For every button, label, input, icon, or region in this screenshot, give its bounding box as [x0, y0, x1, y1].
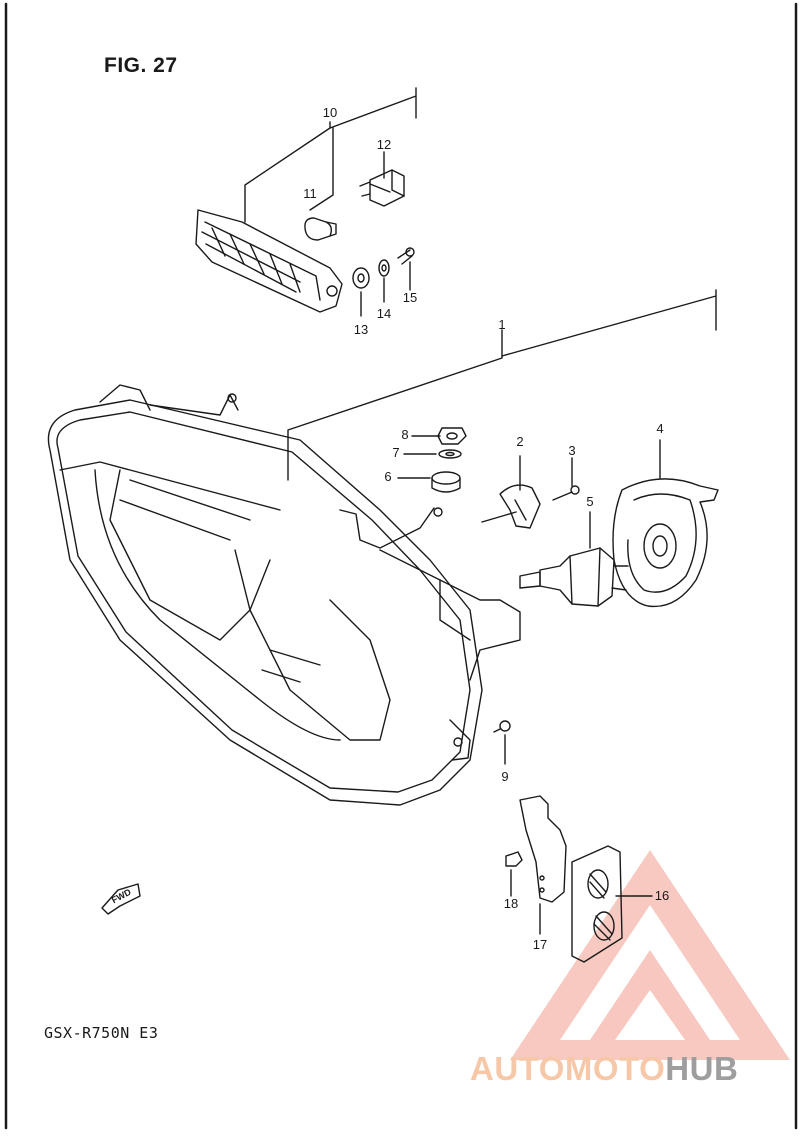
nut-18 — [505, 851, 523, 867]
fwd-arrow — [101, 883, 141, 915]
clamp-2 — [481, 484, 541, 529]
callout-15: 15 — [402, 290, 418, 305]
watermark-text-part1: AUTOMOTO — [470, 1050, 666, 1087]
callout-6: 6 — [384, 469, 392, 484]
grommet-6 — [431, 471, 461, 493]
callout-13: 13 — [353, 322, 369, 337]
leader-10 — [244, 121, 331, 223]
washer-7 — [438, 449, 462, 459]
nut-8 — [437, 427, 467, 445]
callout-9: 9 — [501, 769, 509, 784]
callout-14: 14 — [376, 306, 392, 321]
bulb-11 — [304, 217, 337, 241]
grommet-13 — [352, 267, 370, 289]
watermark-text: AUTOMOTOHUB — [470, 1050, 738, 1088]
callout-10: 10 — [322, 105, 338, 120]
reflector-16 — [571, 845, 623, 963]
callout-1: 1 — [498, 317, 506, 332]
callout-16: 16 — [654, 888, 670, 903]
callout-11: 11 — [303, 186, 317, 201]
screw-15 — [397, 247, 415, 265]
leader-1 — [287, 329, 503, 481]
callout-8: 8 — [401, 427, 409, 442]
model-label: GSX-R750N E3 — [44, 1024, 159, 1042]
callout-2: 2 — [516, 434, 524, 449]
washer-14 — [378, 259, 390, 277]
headlight-housing — [47, 384, 521, 806]
callout-4: 4 — [656, 421, 664, 436]
screw-3 — [552, 485, 580, 501]
callout-17: 17 — [532, 937, 548, 952]
callout-12: 12 — [376, 137, 392, 152]
callout-7: 7 — [392, 445, 400, 460]
watermark-text-part2: HUB — [665, 1050, 739, 1087]
callout-3: 3 — [568, 443, 576, 458]
callout-18: 18 — [503, 896, 519, 911]
watermark-logo — [510, 850, 790, 1060]
bulb-5 — [519, 547, 629, 607]
turn-signal-lamp — [195, 209, 343, 313]
figure-title: FIG. 27 — [104, 54, 178, 77]
cover-4 — [612, 478, 719, 608]
socket-12 — [359, 169, 405, 207]
callout-5: 5 — [586, 494, 594, 509]
bolt-9 — [493, 720, 511, 733]
bracket-17 — [519, 795, 567, 903]
